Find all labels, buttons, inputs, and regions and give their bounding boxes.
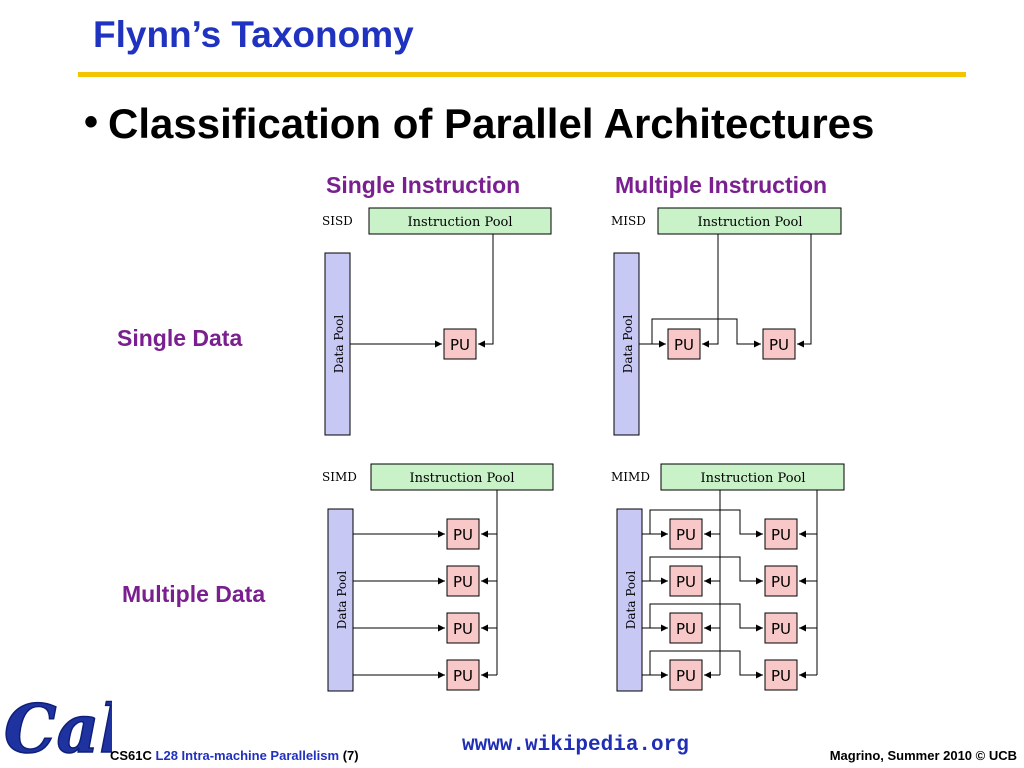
pu-box — [446, 565, 480, 597]
bullet-text: Classification of Parallel Architectures — [108, 100, 875, 147]
instruction-pool-label: Instruction Pool — [700, 471, 805, 486]
instruction-pool-box — [657, 207, 842, 235]
sisd-label: SISD — [322, 214, 353, 228]
slide-number: (7) — [342, 748, 359, 763]
mimd-diagram: MIMD Instruction Pool Data Pool PU PU PU… — [611, 463, 845, 692]
pu-label: PU — [676, 526, 696, 544]
pu-box — [764, 659, 798, 691]
pu-label: PU — [453, 526, 473, 544]
pu-label: PU — [771, 620, 791, 638]
misd-label: MISD — [611, 214, 646, 228]
pu-label: PU — [771, 573, 791, 591]
pu-label: PU — [771, 667, 791, 685]
misd-diagram: MISD Instruction Pool Data Pool PU PU — [611, 207, 842, 436]
pu-label: PU — [771, 526, 791, 544]
mimd-label: MIMD — [611, 470, 650, 484]
pu-label: PU — [676, 620, 696, 638]
pu-label: PU — [450, 336, 470, 354]
pu-box — [446, 518, 480, 550]
bullet-marker: • — [84, 100, 99, 144]
instruction-arrow — [478, 234, 494, 348]
data-pool-box — [613, 252, 640, 436]
data-pool-label: Data Pool — [621, 315, 635, 374]
pu-box — [764, 612, 798, 644]
page-title: Flynn’s Taxonomy — [93, 14, 414, 55]
pu-box — [764, 565, 798, 597]
instruction-pool-box — [660, 463, 845, 491]
pu-box — [667, 328, 701, 360]
data-pool-box — [327, 508, 354, 692]
simd-diagram: SIMD Instruction Pool Data Pool PU PU PU… — [322, 463, 554, 692]
instruction-pool-box — [368, 207, 552, 235]
sisd-diagram: SISD Instruction Pool Data Pool PU — [322, 207, 552, 436]
pu-label: PU — [769, 336, 789, 354]
header-multiple-instruction: Multiple Instruction — [615, 172, 828, 198]
instruction-pool-label: Instruction Pool — [409, 471, 514, 486]
pu-label: PU — [453, 620, 473, 638]
pu-box — [669, 518, 703, 550]
pu-box — [669, 659, 703, 691]
pu-box — [446, 659, 480, 691]
pu-label: PU — [676, 667, 696, 685]
data-pool-box — [616, 508, 643, 692]
header-multiple-data: Multiple Data — [122, 581, 266, 607]
pu-label: PU — [674, 336, 694, 354]
data-pool-label: Data Pool — [624, 571, 638, 630]
cal-logo-text: Cal — [4, 690, 112, 764]
data-pool-label: Data Pool — [332, 315, 346, 374]
course-code: CS61C — [110, 748, 152, 763]
simd-label: SIMD — [322, 470, 357, 484]
instruction-pool-box — [370, 463, 554, 491]
source-url: wwww.wikipedia.org — [462, 734, 689, 757]
header-single-instruction: Single Instruction — [326, 172, 521, 198]
pu-label: PU — [453, 667, 473, 685]
pu-box — [446, 612, 480, 644]
pu-box — [443, 328, 477, 360]
pu-box — [669, 612, 703, 644]
header-single-data: Single Data — [117, 325, 243, 351]
instruction-pool-label: Instruction Pool — [407, 215, 512, 230]
pu-label: PU — [453, 573, 473, 591]
pu-box — [762, 328, 796, 360]
pu-box — [764, 518, 798, 550]
pu-label: PU — [676, 573, 696, 591]
footer-course: CS61C L28 Intra-machine Parallelism (7) — [110, 748, 359, 763]
instruction-pool-label: Instruction Pool — [697, 215, 802, 230]
cal-logo: Cal — [3, 689, 112, 764]
data-pool-box — [324, 252, 351, 436]
pu-box — [669, 565, 703, 597]
footer-credit: Magrino, Summer 2010 © UCB — [829, 748, 1017, 763]
title-divider — [78, 72, 966, 77]
lecture-title: L28 Intra-machine Parallelism — [155, 748, 340, 763]
data-pool-label: Data Pool — [335, 571, 349, 630]
